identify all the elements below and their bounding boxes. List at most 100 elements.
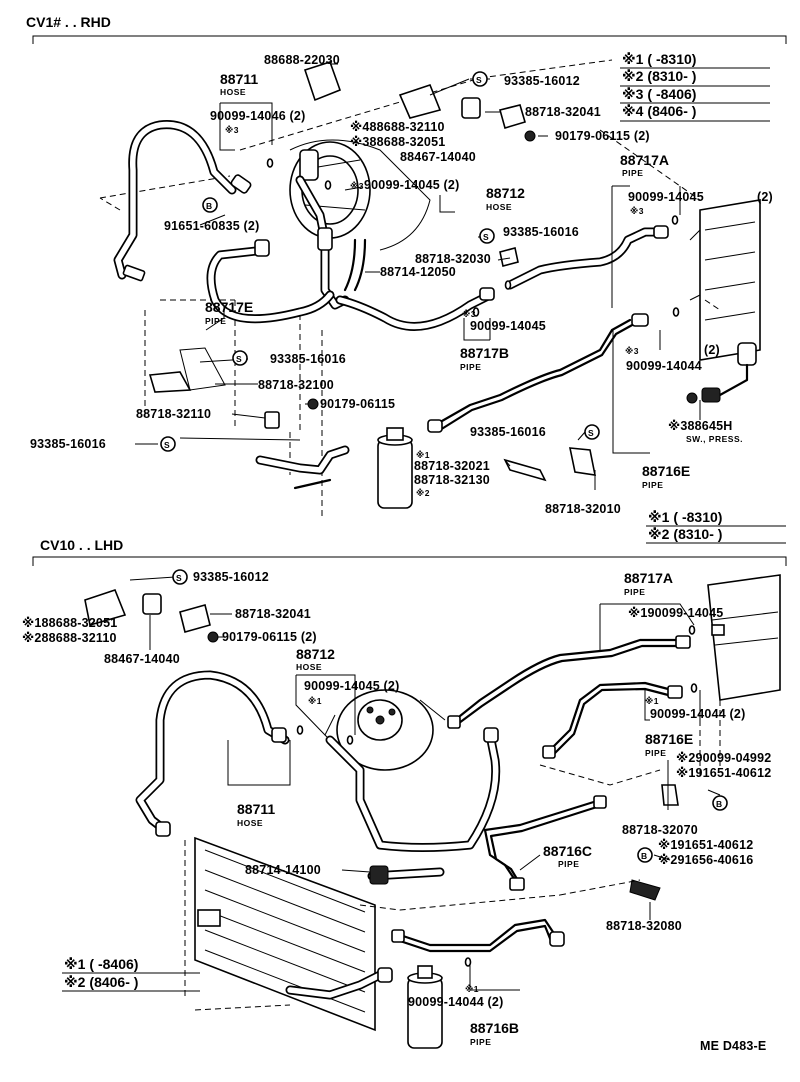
lhd-pipe-lower-left xyxy=(285,967,393,1000)
rhd-pipe-88716E xyxy=(427,313,649,433)
rhd-section-bracket xyxy=(32,35,787,44)
label-90099-14044-a-mark: ※3 xyxy=(625,346,639,356)
lhd-hose-88714 xyxy=(367,865,445,885)
label-88717B-sub: PIPE xyxy=(460,362,481,372)
label-lhd-88711: 88711 xyxy=(237,801,275,817)
label-88718-32130: 88718-32130 xyxy=(414,473,490,487)
lhd-receiver xyxy=(407,965,443,1049)
label-88718-32010: 88718-32010 xyxy=(545,502,621,516)
label-lhd-88716B: 88716B xyxy=(470,1020,519,1036)
lhd-section-title: CV10 . . LHD xyxy=(40,537,123,553)
nut-marker xyxy=(207,631,219,643)
rhd-markers: S S S S S B xyxy=(160,71,698,452)
lhd-legend-range-1: ( -8406) xyxy=(89,956,138,972)
rhd-pipe-88717A xyxy=(505,225,669,290)
label-lhd-90099-14044-b: 90099-14044 (2) xyxy=(408,995,503,1009)
svg-text:S: S xyxy=(164,440,170,450)
label-88717A: 88717A xyxy=(620,152,669,168)
lhd-hose-88712 xyxy=(325,727,501,852)
rhd-legend: ※1( -8310) ※2(8310- ) ※3( -8406) ※4(8406… xyxy=(620,51,770,122)
label-88688-32051: ※388688-32051 xyxy=(350,135,445,149)
s-marker xyxy=(584,424,600,440)
label-lhd-88717A-sub: PIPE xyxy=(624,587,645,597)
rhd-pressure-switch xyxy=(701,342,757,403)
lhd-pipe-88716C xyxy=(483,795,607,891)
svg-text:※3( -8406): ※3( -8406) xyxy=(622,86,696,102)
lhd-hose-88711 xyxy=(135,670,290,837)
label-90099-14045-a: 90099-14045 xyxy=(628,190,704,204)
label-lhd-90099-14045-b: ※190099-14045 xyxy=(628,606,723,620)
s-marker xyxy=(172,569,188,585)
lhd-compressor xyxy=(324,689,446,771)
rhd-legend-mark-1: ※1 xyxy=(622,51,644,67)
rhd-legend2-range-1: ( -8310) xyxy=(673,509,722,525)
rhd-clamp-88718-32030 xyxy=(499,247,519,267)
label-lhd-93385-16012: 93385-16012 xyxy=(193,570,269,584)
svg-text:B: B xyxy=(716,799,723,809)
rhd-clamp-88718-32021 xyxy=(503,458,547,482)
label-88718-32021: 88718-32021 xyxy=(414,459,490,473)
label-90099-14045-b-mark: ※3 xyxy=(350,181,364,191)
lhd-condenser xyxy=(194,836,376,1032)
label-88717E-sub: PIPE xyxy=(205,316,226,326)
label-lhd-88688-32051: ※188688-32051 xyxy=(22,616,117,630)
label-lhd-88718-32070: 88718-32070 xyxy=(622,823,698,837)
label-90099-14045-c-mark: ※3 xyxy=(462,309,476,319)
rhd-legend-mark-4: ※4 xyxy=(622,103,644,119)
label-lhd-88717A: 88717A xyxy=(624,570,673,586)
rhd-legend-range-4: (8406- ) xyxy=(647,103,696,119)
svg-text:S: S xyxy=(476,75,482,85)
lhd-pipe-88716E xyxy=(542,681,683,759)
label-93385-16016-d: 93385-16016 xyxy=(470,425,546,439)
rhd-legend-2: ※1( -8310) ※2(8310- ) xyxy=(646,509,786,544)
svg-text:S: S xyxy=(236,354,242,364)
nut-marker xyxy=(524,130,536,142)
rhd-legend-mark-2: ※2 xyxy=(622,68,644,84)
label-90099-14045-a-mark: ※3 xyxy=(630,206,644,216)
rhd-hose-88714 xyxy=(343,238,367,292)
label-88717E: 88717E xyxy=(205,299,253,315)
lhd-legend-mark-2: ※2 xyxy=(64,974,86,990)
label-lhd-90099-14044-b-mark: ※1 xyxy=(465,984,479,994)
rhd-legend2-mark-2: ※2 xyxy=(648,526,670,542)
label-lhd-90099-04992: ※290099-04992 xyxy=(676,751,771,765)
svg-text:※1( -8310): ※1( -8310) xyxy=(622,51,696,67)
label-88645H-sub: SW., PRESS. xyxy=(686,434,743,444)
lhd-legend-mark-1: ※1 xyxy=(64,956,86,972)
label-88718-32110: 88718-32110 xyxy=(136,407,211,421)
rhd-pipe-lower xyxy=(255,445,350,490)
label-90179-06115-b: 90179-06115 xyxy=(320,397,395,411)
rhd-expansion-valve xyxy=(461,97,481,119)
rhd-legend2-mark-1: ※1 xyxy=(648,509,670,525)
nut-marker xyxy=(307,398,319,410)
rhd-o-rings xyxy=(266,158,680,317)
label-lhd-88716C-sub: PIPE xyxy=(558,859,579,869)
svg-text:※2(8310- ): ※2(8310- ) xyxy=(648,526,722,542)
rhd-bracket-88688-22030 xyxy=(303,61,342,102)
lhd-section: CV10 . . LHD xyxy=(22,537,787,1053)
label-lhd-91651-40612-b: ※191651-40612 xyxy=(658,838,753,852)
label-93385-16016-b: 93385-16016 xyxy=(270,352,346,366)
rhd-bracket-88688 xyxy=(398,84,442,119)
svg-text:S: S xyxy=(588,428,594,438)
label-90099-14045-c: 90099-14045 xyxy=(470,319,546,333)
rhd-bracket-88718-32100 xyxy=(179,347,226,391)
lhd-o-rings xyxy=(296,625,698,967)
b-marker xyxy=(712,795,728,811)
label-88717A-sub: PIPE xyxy=(622,168,643,178)
rhd-legend-range-3: ( -8406) xyxy=(647,86,696,102)
label-88711-sub: HOSE xyxy=(220,87,246,97)
label-88716E-sub: PIPE xyxy=(642,480,663,490)
rhd-receiver xyxy=(377,427,413,509)
lhd-legend: ※1( -8406) ※2(8406- ) xyxy=(62,956,200,992)
rhd-legend-mark-3: ※3 xyxy=(622,86,644,102)
lhd-evaporator-unit xyxy=(707,574,781,701)
label-88718-32100: 88718-32100 xyxy=(258,378,334,392)
label-88712-sub: HOSE xyxy=(486,202,512,212)
rhd-hose-88712 xyxy=(295,175,350,310)
label-lhd-88716C: 88716C xyxy=(543,843,592,859)
lhd-clamp-88718-32041 xyxy=(179,604,211,633)
rhd-clamp-88718-32010 xyxy=(568,447,597,476)
svg-text:※2(8310- ): ※2(8310- ) xyxy=(622,68,696,84)
